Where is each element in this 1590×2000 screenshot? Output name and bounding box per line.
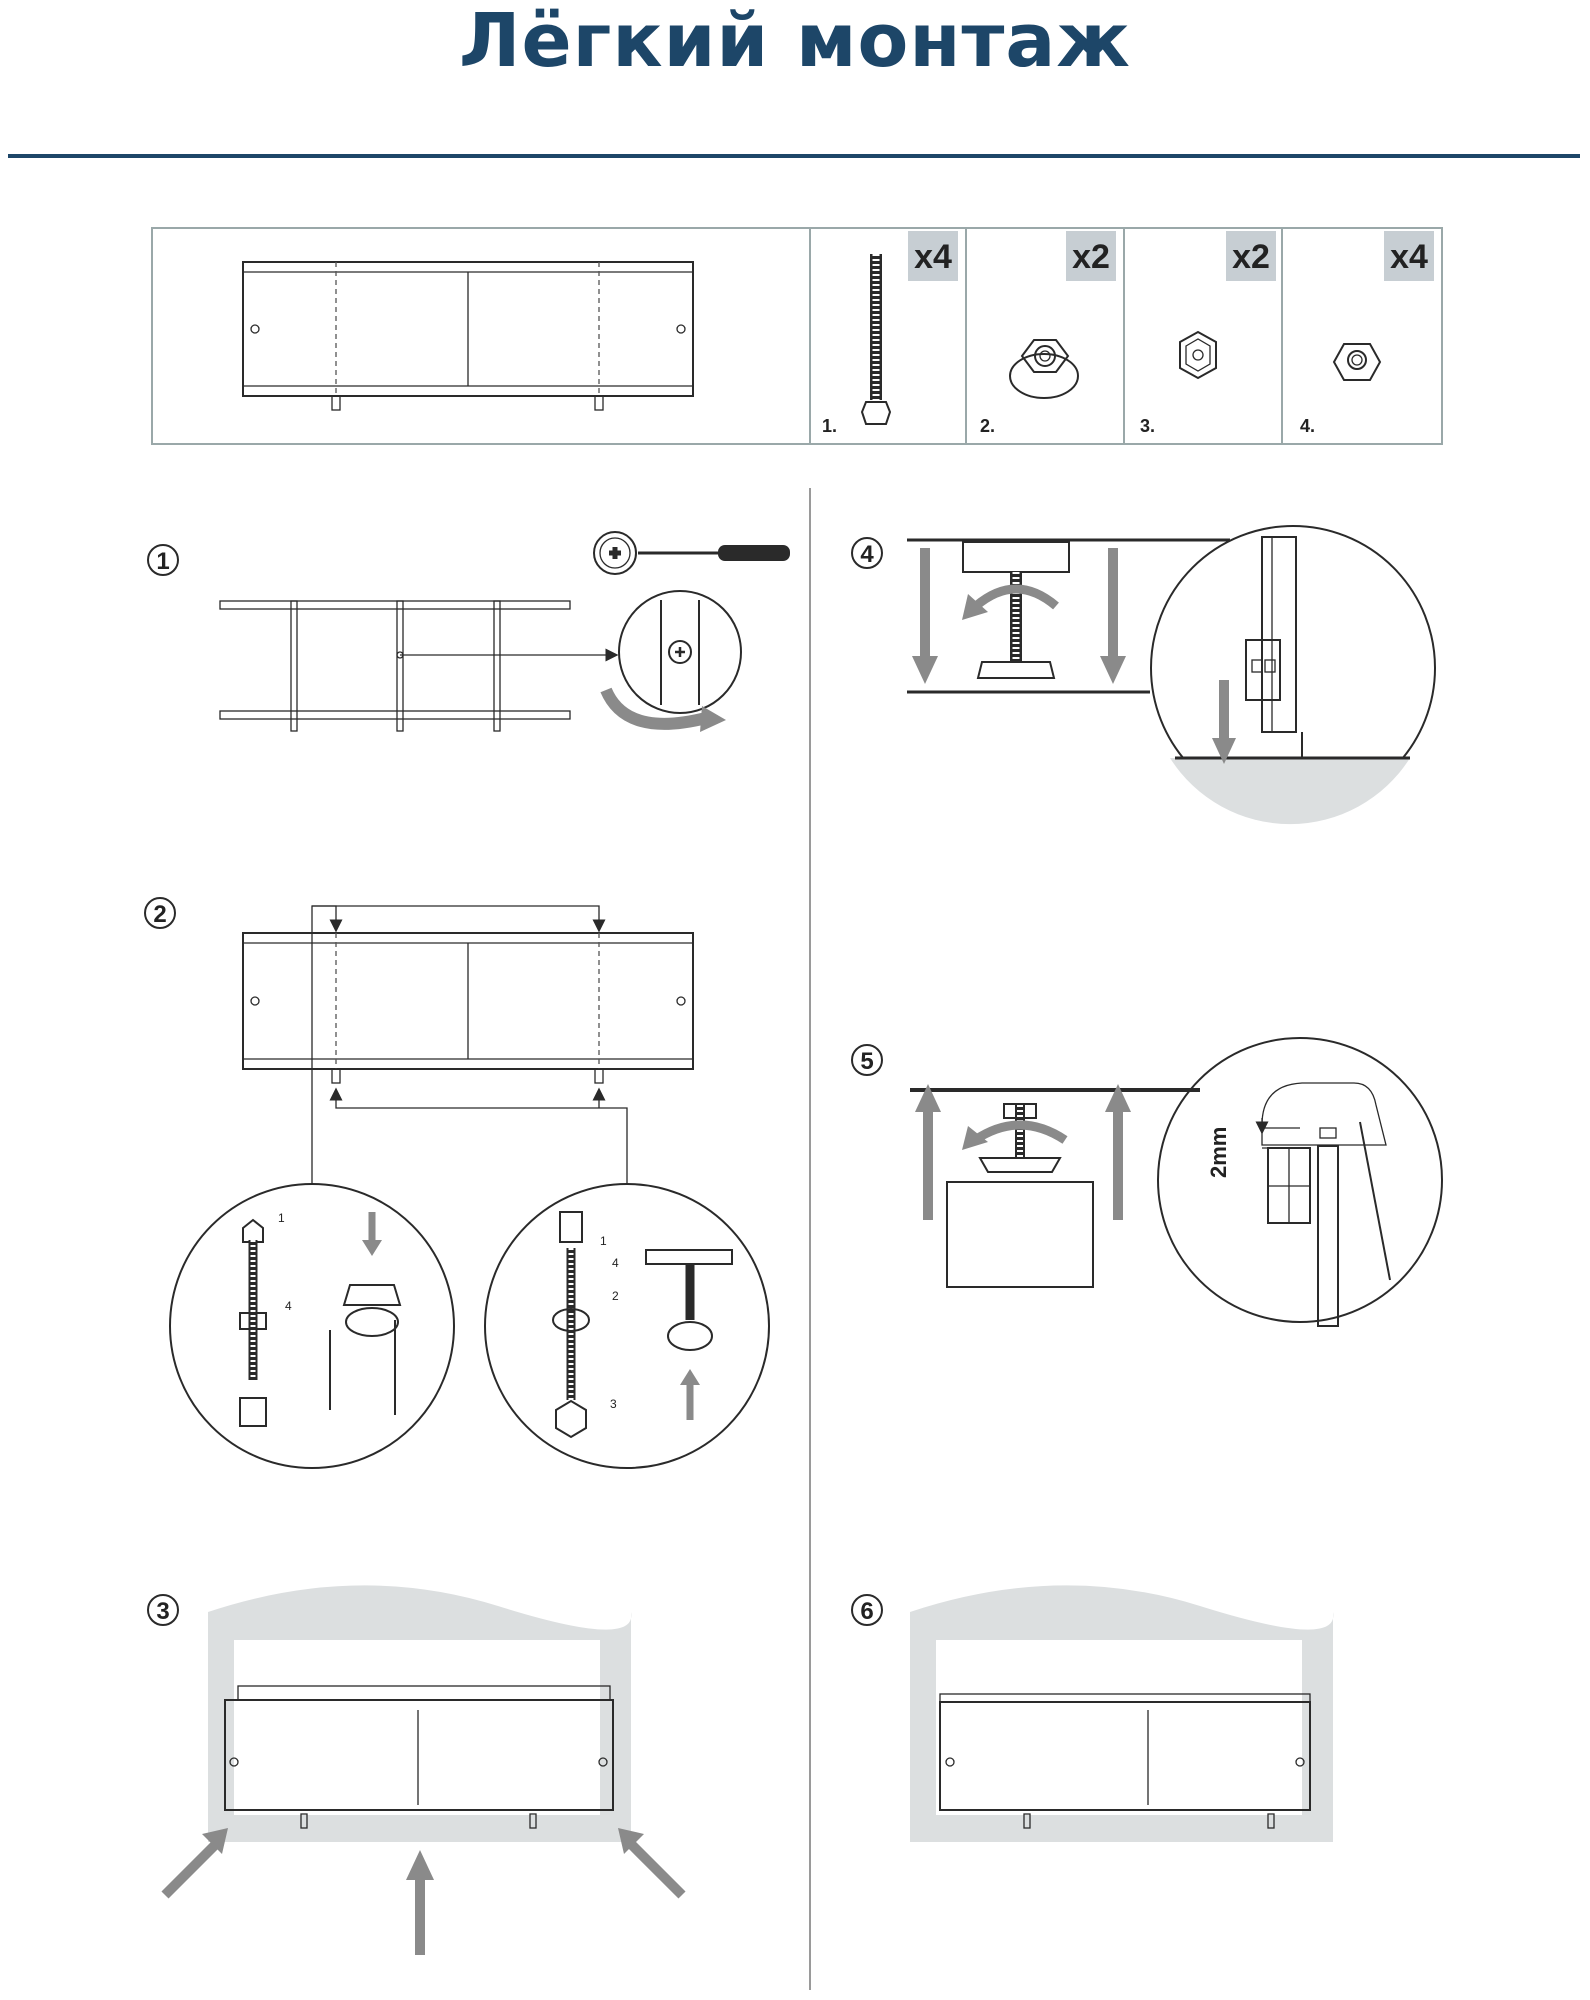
- svg-text:1: 1: [278, 1211, 285, 1225]
- svg-text:1.: 1.: [822, 416, 837, 436]
- step-4: 4: [851, 525, 1436, 825]
- rotate-arrow-icon: [972, 1120, 1068, 1144]
- svg-text:2: 2: [153, 901, 166, 928]
- svg-text:x4: x4: [914, 238, 952, 276]
- svg-text:3.: 3.: [1140, 416, 1155, 436]
- svg-text:4.: 4.: [1300, 416, 1315, 436]
- svg-text:5: 5: [860, 1048, 873, 1075]
- svg-text:4: 4: [612, 1256, 619, 1270]
- rotate-arrow-icon: [973, 584, 1059, 610]
- step-1: 1: [147, 531, 790, 732]
- svg-text:2mm: 2mm: [1206, 1127, 1231, 1178]
- detail-circle-5: 2mm: [1157, 1037, 1443, 1327]
- step-2-badge: [144, 897, 176, 929]
- title-rule: [8, 154, 1580, 158]
- svg-text:6: 6: [860, 1598, 873, 1625]
- parts-strip: x4 1. x2 2.: [151, 227, 1443, 445]
- frame-drawing: [219, 600, 619, 732]
- panel-front-view: [242, 261, 694, 411]
- step-5: 5: [851, 1037, 1443, 1327]
- detail-circle-left: 1 4: [169, 1183, 455, 1469]
- flange-nut-icon: [1009, 339, 1079, 399]
- svg-text:4: 4: [860, 541, 874, 568]
- part-2: x2 2.: [980, 231, 1116, 436]
- screwdriver-icon: [638, 545, 790, 561]
- hex-cap-icon: [1179, 330, 1217, 380]
- step-3: 3: [147, 1585, 686, 1955]
- step-2: 2 1: [144, 897, 770, 1469]
- svg-text:3: 3: [610, 1397, 617, 1411]
- svg-text:1: 1: [600, 1234, 607, 1248]
- svg-text:3: 3: [156, 1598, 169, 1625]
- svg-text:x2: x2: [1232, 238, 1270, 276]
- rotate-arrow-icon: [600, 687, 708, 730]
- screw-icon: [860, 254, 892, 425]
- step-4-badge: [851, 537, 883, 569]
- detail-circle-4: [1150, 525, 1436, 825]
- part-3: x2 3.: [1140, 231, 1276, 436]
- svg-text:2.: 2.: [980, 416, 995, 436]
- step-5-badge: [851, 1044, 883, 1076]
- step-3-badge: [147, 1594, 179, 1626]
- step-1-badge: [147, 544, 179, 576]
- detail-circle-1: [618, 590, 742, 714]
- hex-nut-icon: [1332, 343, 1382, 381]
- svg-text:1: 1: [156, 548, 169, 575]
- step-6: 6: [851, 1585, 1334, 1842]
- svg-text:x4: x4: [1390, 238, 1428, 276]
- part-1: x4 1.: [822, 231, 958, 436]
- svg-text:x2: x2: [1072, 238, 1110, 276]
- push-arrows-icon: [161, 1828, 686, 1955]
- screw-head-icon: [593, 531, 637, 575]
- step-6-badge: [851, 1594, 883, 1626]
- part-4: x4 4.: [1300, 231, 1434, 436]
- svg-text:2: 2: [612, 1289, 619, 1303]
- page-title: Лёгкий монтаж: [459, 0, 1131, 84]
- svg-text:4: 4: [285, 1299, 292, 1313]
- detail-circle-right: 1 4 2 3: [484, 1183, 770, 1469]
- panel-front-view-step-2: [242, 932, 694, 1084]
